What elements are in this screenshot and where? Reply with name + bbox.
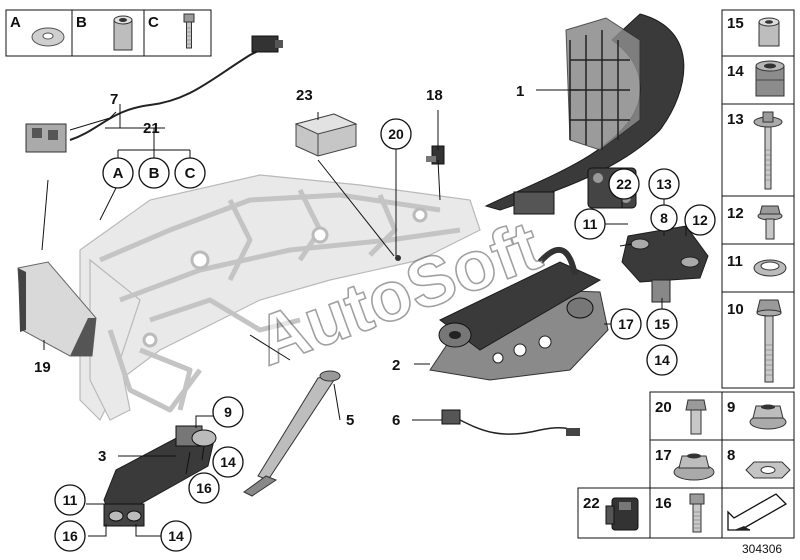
svg-text:B: B [149,165,160,182]
legend-22-num: 22 [583,495,600,512]
long-bolt-icon [753,111,783,190]
legend-10-num: 10 [727,301,744,318]
svg-text:9: 9 [224,404,232,420]
callouts-circled: A B C 20 22 13 8 11 12 17 15 14 9 14 16 … [54,118,716,552]
callout-circle-12: 12 [684,204,716,236]
callout-circle-13: 13 [648,168,680,200]
part-3-bracket [103,425,217,527]
part-2-control-arm [429,247,609,381]
svg-text:16: 16 [62,528,78,544]
svg-text:15: 15 [654,316,670,332]
callout-circle-a: A [102,157,134,189]
legend-a-letter: A [10,14,21,31]
callout-18: 18 [426,87,443,104]
hex-bolt-icon [756,299,782,383]
part-23-block [294,113,358,157]
legend-b-letter: B [76,14,87,31]
part-7-sensor [25,35,283,153]
legend-15-num: 15 [727,15,744,32]
callout-circle-17: 17 [610,308,642,340]
diagram-ref-number: 304306 [742,542,782,556]
svg-text:20: 20 [388,126,404,142]
spacer-sleeve-icon [113,15,133,51]
callout-7: 7 [110,91,118,108]
svg-text:12: 12 [692,212,708,228]
legend-bottom: 20 9 17 8 22 16 [577,391,795,539]
legend-c-letter: C [148,14,159,31]
legend-11-num: 11 [727,253,743,270]
callout-circle-9: 9 [212,396,244,428]
callout-21: 21 [143,120,160,137]
legend-12-num: 12 [727,205,744,222]
callout-circle-15: 15 [646,308,678,340]
legend-right: 15 14 13 12 11 10 [721,9,795,389]
callout-circle-8: 8 [650,204,678,232]
callout-19: 19 [34,359,51,376]
part-4-mount [621,225,709,303]
legend-20-num: 20 [655,399,672,416]
callout-circle-b: B [138,157,170,189]
rear-subframe [79,174,481,422]
part-5-strut [243,370,341,497]
rubber-mount-icon [755,60,785,97]
legend-14-num: 14 [727,63,744,80]
svg-text:11: 11 [583,216,598,232]
torx-bolt-icon [689,493,705,533]
svg-text:A: A [113,165,124,182]
svg-text:8: 8 [660,210,668,226]
callout-6: 6 [392,412,400,429]
legend-13-num: 13 [727,111,744,128]
callout-circle-22: 22 [608,168,640,200]
arrow-icon [727,493,788,531]
callout-2: 2 [392,357,400,374]
part-19-plate [17,261,97,357]
callout-1: 1 [516,83,524,100]
callout-circle-11-bottom: 11 [54,484,86,516]
svg-text:11: 11 [63,492,78,508]
bushing-icon [758,17,780,47]
collar-nut-icon [673,453,715,481]
callout-5: 5 [346,412,354,429]
svg-text:14: 14 [654,352,670,368]
short-bolt-icon [685,399,707,435]
svg-text:14: 14 [168,528,184,544]
svg-text:14: 14 [220,454,236,470]
bolt-icon [183,13,195,49]
part-6-sensor [441,409,580,436]
flange-nut-icon [749,404,787,430]
svg-text:16: 16 [196,480,212,496]
callout-circle-16-bottom: 16 [54,520,86,552]
hex-nut-icon [745,461,791,479]
callout-circle-c: C [174,157,206,189]
callout-23: 23 [296,87,313,104]
callout-3: 3 [98,448,106,465]
callout-circle-14-mid: 14 [212,446,244,478]
callout-circle-11-top: 11 [574,208,606,240]
legend-8-num: 8 [727,447,735,464]
legend-9-num: 9 [727,399,735,416]
flange-bolt-icon [757,205,783,240]
callout-circle-14-bottom: 14 [160,520,192,552]
svg-text:C: C [185,165,196,182]
callout-circle-16-mid: 16 [188,472,220,504]
svg-text:22: 22 [616,176,632,192]
legend-16-num: 16 [655,495,672,512]
part-18-bracket [426,145,445,165]
callouts-plain: 7 21 23 18 1 4 2 6 5 3 19 [34,83,595,465]
legend-17-num: 17 [655,447,672,464]
svg-text:13: 13 [656,176,672,192]
ring-icon [753,259,787,277]
clip-bracket-icon [605,497,639,531]
legend-top: A B C [5,9,212,57]
callout-circle-14-right: 14 [646,344,678,376]
callout-circle-20: 20 [380,118,412,150]
svg-text:17: 17 [618,316,634,332]
washer-icon [31,27,65,47]
